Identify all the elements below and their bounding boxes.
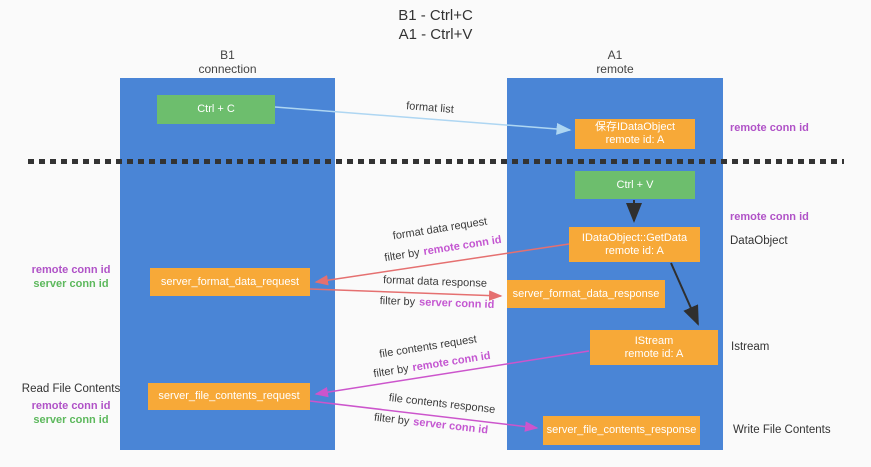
istream-side-label: Istream xyxy=(731,341,770,353)
istream-node: IStream remote id: A xyxy=(590,330,718,365)
remote-conn-id-key: remote conn id xyxy=(422,233,503,259)
format-list-text: format list xyxy=(405,100,455,116)
ctrl-v-label: Ctrl + V xyxy=(616,178,654,191)
save-idataobject-line1: 保存IDataObject xyxy=(594,121,676,133)
filter-by-text: filter by xyxy=(383,246,421,265)
left-server-conn-id-label-2: server conn id xyxy=(33,414,109,426)
title-line-2: A1 - Ctrl+V xyxy=(398,26,473,43)
server-file-contents-request-node: server_file_contents_request xyxy=(148,383,310,410)
ctrl-c-node: Ctrl + C xyxy=(157,95,275,124)
server-file-contents-response-label: server_file_contents_response xyxy=(546,424,697,436)
format-data-response-text: format data response xyxy=(382,274,488,290)
lifeline-a1-subtitle: remote xyxy=(596,62,634,76)
filter-by-text: filter by xyxy=(379,295,416,309)
read-file-contents-label: Read File Contents xyxy=(21,383,121,395)
getdata-line1: IDataObject::GetData xyxy=(581,231,688,244)
left-conn-id-block-2: Read File Contents remote conn id server… xyxy=(18,382,124,427)
diagram-title: B1 - Ctrl+C A1 - Ctrl+V xyxy=(0,6,871,44)
istream-line2: remote id: A xyxy=(624,347,684,360)
right-remote-conn-id-label-2: remote conn id xyxy=(730,211,809,223)
phase-divider-dashed-line xyxy=(28,159,844,164)
left-conn-id-block-1: remote conn id server conn id xyxy=(18,263,124,291)
server-conn-id-key: server conn id xyxy=(412,416,489,437)
ctrl-v-node: Ctrl + V xyxy=(575,171,695,199)
filter-by-text: filter by xyxy=(372,362,410,381)
istream-line1: IStream xyxy=(634,334,674,347)
title-line-1: B1 - Ctrl+C xyxy=(398,7,473,24)
right-remote-conn-id-label-1: remote conn id xyxy=(730,122,809,134)
dataobject-label: DataObject xyxy=(730,235,788,247)
server-file-contents-response-node: server_file_contents_response xyxy=(543,416,700,445)
server-format-data-request-label: server_format_data_request xyxy=(160,275,300,288)
lifeline-b1-subtitle: connection xyxy=(198,62,257,76)
lifeline-a1-name: A1 xyxy=(607,48,623,62)
format-list-flow-label: format list xyxy=(406,100,454,116)
lifeline-header-a1: A1 remote xyxy=(507,48,723,76)
idataobject-getdata-node: IDataObject::GetData remote id: A xyxy=(569,227,700,262)
getdata-line2: remote id: A xyxy=(605,244,664,257)
save-idataobject-line2: remote id: A xyxy=(605,134,665,146)
format-data-response-flow-label: format data response xyxy=(383,274,487,290)
left-server-conn-id-label-1: server conn id xyxy=(33,278,109,290)
server-file-contents-request-label: server_file_contents_request xyxy=(158,390,300,402)
write-file-contents-label: Write File Contents xyxy=(733,424,831,436)
save-idataobject-node: 保存IDataObject remote id: A xyxy=(575,119,695,149)
server-format-data-response-label: server_format_data_response xyxy=(512,287,660,300)
left-remote-conn-id-label-2: remote conn id xyxy=(31,400,111,412)
server-format-data-response-node: server_format_data_response xyxy=(507,280,665,308)
lifeline-b1-name: B1 xyxy=(220,48,235,62)
file-contents-response-flow-label: file contents response xyxy=(388,392,496,416)
server-conn-id-key: server conn id xyxy=(418,296,495,311)
left-remote-conn-id-label-1: remote conn id xyxy=(31,264,111,276)
filter-by-text: filter by xyxy=(373,411,410,428)
ctrl-c-label: Ctrl + C xyxy=(197,103,235,115)
lifeline-header-b1: B1 connection xyxy=(120,48,335,76)
server-format-data-request-node: server_format_data_request xyxy=(150,268,310,296)
file-contents-response-text: file contents response xyxy=(388,391,496,417)
